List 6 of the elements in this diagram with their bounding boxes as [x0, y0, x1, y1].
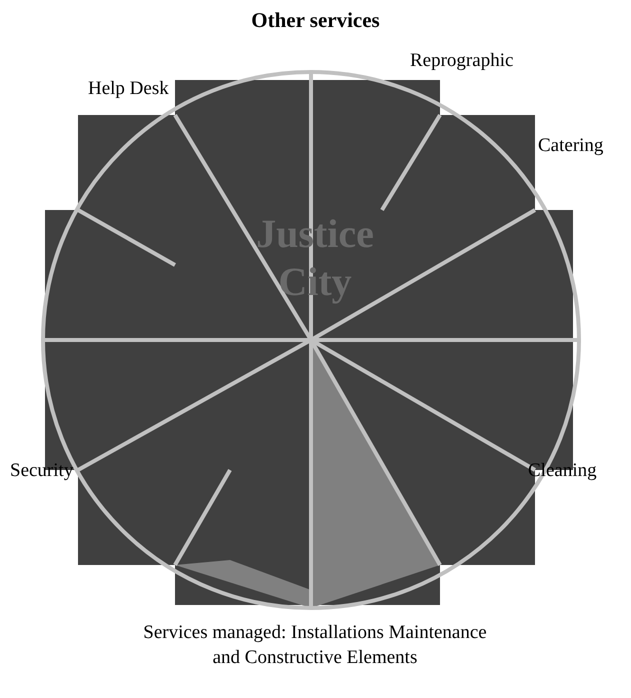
service-label: Reprographic	[410, 50, 514, 72]
chart-title: Other services	[250, 8, 381, 33]
service-label: Security	[10, 460, 74, 482]
caption: Services managed: Installations Maintenance and Constructive Elements	[142, 621, 488, 670]
service-label: Help Desk	[88, 78, 169, 100]
service-label: Catering	[538, 135, 604, 157]
